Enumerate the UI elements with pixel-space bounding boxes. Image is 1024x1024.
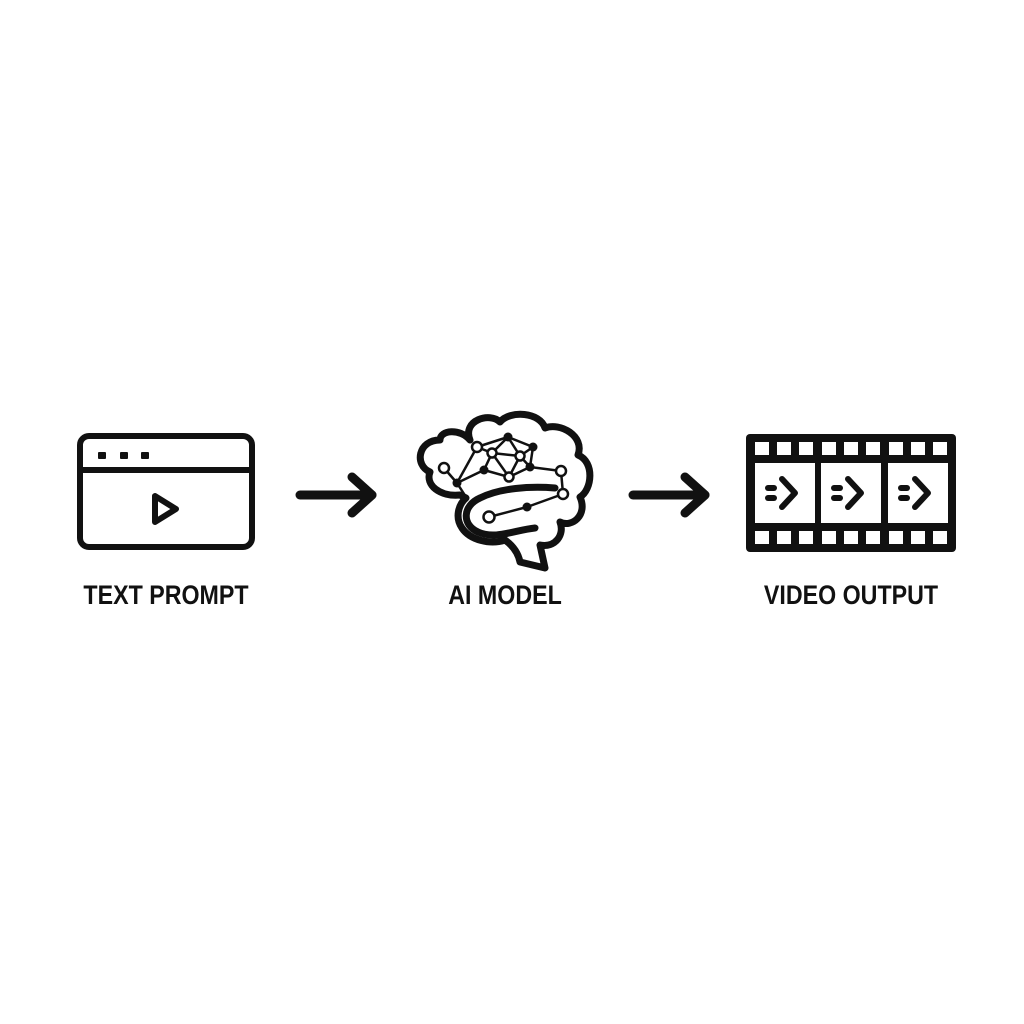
brain-network-icon	[416, 410, 594, 572]
step-ai-model	[405, 405, 605, 585]
browser-window-play-icon	[77, 433, 255, 550]
step-text-prompt	[76, 432, 258, 554]
step-label-text-prompt: TEXT PROMPT	[83, 580, 249, 610]
step-label-video-output: VIDEO OUTPUT	[763, 580, 939, 610]
arrow-right-icon	[295, 472, 377, 518]
connector-arrow-1	[294, 470, 380, 520]
step-video-output	[746, 434, 956, 552]
step-label-ai-model: AI MODEL	[448, 580, 562, 610]
film-strip-icon	[746, 434, 956, 552]
connector-arrow-2	[627, 470, 713, 520]
arrow-right-icon	[628, 472, 710, 518]
